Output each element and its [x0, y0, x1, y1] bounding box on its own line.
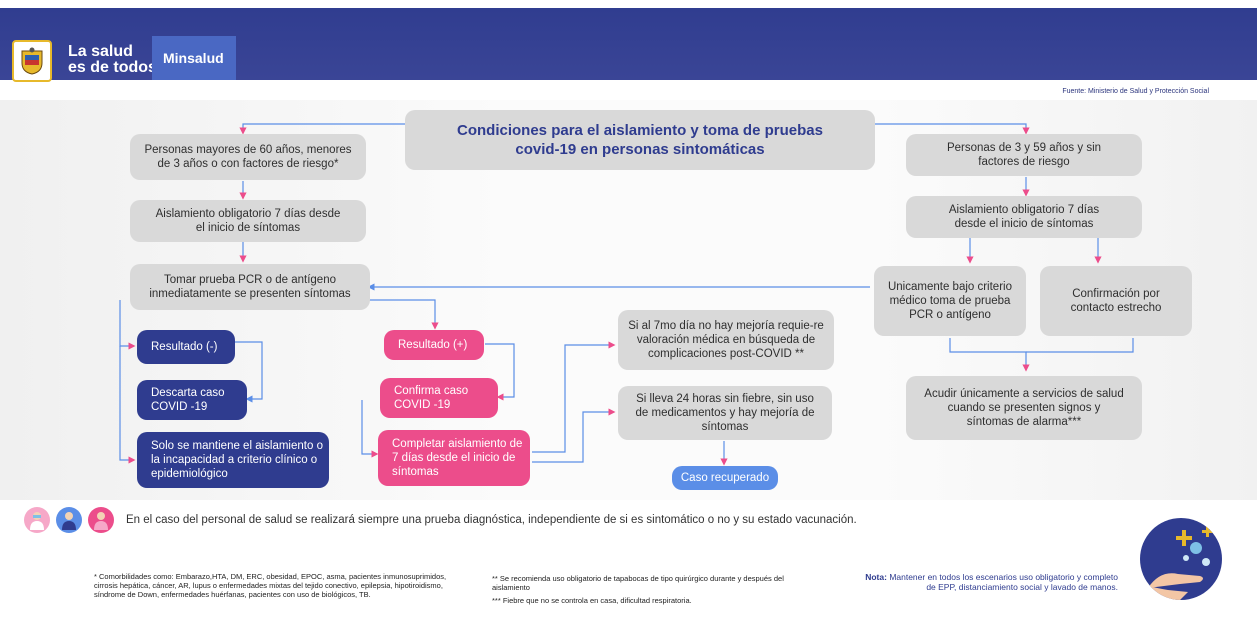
nota-body: Mantener en todos los escenarios uso obl… — [889, 572, 1118, 592]
title-line-1: Condiciones para el aislamiento y toma d… — [457, 122, 823, 139]
footnote-comorbidities: * Comorbilidades como: Embarazo,HTA, DM,… — [94, 572, 447, 599]
right-group-box: Personas de 3 y 59 años y sin factores d… — [906, 134, 1142, 176]
h24-box: Si lleva 24 horas sin fiebre, sin uso de… — [618, 386, 832, 440]
footnote-mask: ** Se recomienda uso obligatorio de tapa… — [492, 574, 784, 592]
positive-result-box: Resultado (+) — [384, 330, 484, 360]
criteria-box: Unicamente bajo criterio médico toma de … — [874, 266, 1026, 336]
left-group-box: Personas mayores de 60 años, menores de … — [130, 134, 366, 180]
health-worker-icon-1 — [24, 507, 50, 533]
nota-label: Nota: — [865, 572, 887, 582]
header-upper-white — [0, 0, 1257, 8]
health-staff-note: En el caso del personal de salud se real… — [126, 514, 857, 526]
negative-result-box: Resultado (-) — [137, 330, 235, 364]
footnote-fever: *** Fiebre que no se controla en casa, d… — [492, 596, 692, 605]
title-line-2: covid-19 en personas sintomáticas — [515, 141, 765, 158]
left-isolation-box: Aislamiento obligatorio 7 días desde el … — [130, 200, 366, 242]
left-test-box: Tomar prueba PCR o de antígeno inmediata… — [130, 264, 370, 310]
brand-line-2: es de todos — [68, 59, 157, 76]
contact-box: Confirmación por contacto estrecho — [1040, 266, 1192, 336]
title-box: Condiciones para el aislamiento y toma d… — [405, 110, 875, 170]
nota-text: Nota: Mantener en todos los escenarios u… — [860, 572, 1118, 592]
services-box: Acudir únicamente a servicios de salud c… — [906, 376, 1142, 440]
brand-logo: La salud es de todos — [68, 44, 157, 76]
ministry-label: Minsalud — [163, 50, 224, 66]
confirm-case-box: Confirma caso COVID -19 — [380, 378, 498, 418]
health-worker-icon-3 — [88, 507, 114, 533]
maintain-isolation-box: Solo se mantiene el aislamiento o la inc… — [137, 432, 329, 488]
diagram-title: Condiciones para el aislamiento y toma d… — [457, 121, 823, 159]
health-staff-icons — [24, 507, 114, 533]
right-isolation-box: Aislamiento obligatorio 7 días desde el … — [906, 196, 1142, 238]
source-text: Fuente: Ministerio de Salud y Protección… — [1062, 88, 1209, 95]
day7-box: Si al 7mo día no hay mejoría requie-re v… — [618, 310, 834, 370]
recovered-box: Caso recuperado — [672, 466, 778, 490]
coat-of-arms-icon — [12, 40, 52, 82]
ministry-badge — [152, 36, 236, 80]
health-worker-icon-2 — [56, 507, 82, 533]
handwashing-icon — [1140, 518, 1222, 600]
discard-case-box: Descarta caso COVID -19 — [137, 380, 247, 420]
complete-isolation-box: Completar aislamiento de 7 días desde el… — [378, 430, 530, 486]
brand-line-1: La salud — [68, 43, 133, 60]
